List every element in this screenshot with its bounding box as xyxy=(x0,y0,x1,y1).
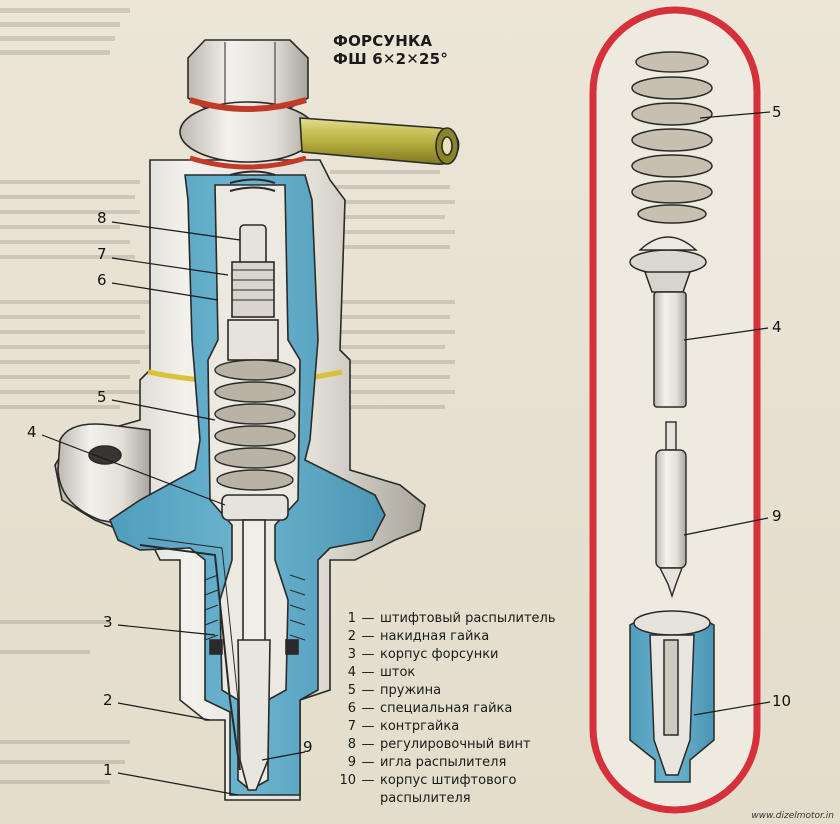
exploded-needle xyxy=(655,421,687,599)
legend-dash: — xyxy=(361,755,375,770)
legend-dash: — xyxy=(361,665,375,680)
legend-text: специальная гайка xyxy=(380,701,513,716)
legend-num: 9 xyxy=(347,755,356,770)
parts-legend: 1 — штифтовый распылитель 2 — накидная гайка… xyxy=(322,610,602,808)
callout-1: 1 xyxy=(103,761,113,779)
diagram-title: ФОРСУНКА ФШ 6✕2✕25° xyxy=(333,32,493,68)
nozzle-needle xyxy=(237,639,271,791)
legend-text: распылителя xyxy=(380,791,471,806)
callout-7: 7 xyxy=(97,245,107,263)
injector-assembly xyxy=(54,39,460,801)
exploded-rod xyxy=(629,236,707,408)
legend-row: 6 — специальная гайка xyxy=(322,700,602,718)
legend-dash: — xyxy=(361,701,375,716)
legend-text: контргайка xyxy=(380,719,460,734)
fuel-tube xyxy=(299,117,460,166)
title-line-1: ФОРСУНКА xyxy=(333,32,433,50)
legend-text: игла распылителя xyxy=(380,755,507,770)
legend-text: корпус форсунки xyxy=(380,647,499,662)
legend-num: 1 xyxy=(347,611,356,626)
legend-row: 3 — корпус форсунки xyxy=(322,646,602,664)
legend-dash: — xyxy=(361,647,375,662)
callout-4-right: 4 xyxy=(772,318,782,336)
adjusting-screw xyxy=(239,224,267,266)
callout-3: 3 xyxy=(103,613,113,631)
title-line-2: ФШ 6✕2✕25° xyxy=(333,50,449,68)
legend-text: корпус штифтового xyxy=(380,773,517,788)
exploded-spring xyxy=(631,51,713,224)
right-leader-lines xyxy=(683,111,771,716)
callout-5: 5 xyxy=(97,388,107,406)
legend-row: 10 — корпус штифтового xyxy=(322,772,602,790)
callout-10-right: 10 xyxy=(772,692,792,710)
callout-2: 2 xyxy=(103,691,113,709)
legend-num: 10 xyxy=(339,773,356,788)
legend-dash: — xyxy=(361,683,375,698)
callout-9-right: 9 xyxy=(772,507,782,525)
main-spring xyxy=(214,359,296,491)
legend-num: 5 xyxy=(347,683,356,698)
top-cap-nut xyxy=(187,39,309,109)
callout-8: 8 xyxy=(97,209,107,227)
callout-9-left: 9 xyxy=(303,738,313,756)
callout-6: 6 xyxy=(97,271,107,289)
legend-dash: — xyxy=(361,629,375,644)
left-leader-lines xyxy=(41,221,306,796)
legend-row: 2 — накидная гайка xyxy=(322,628,602,646)
legend-text: накидная гайка xyxy=(380,629,490,644)
legend-row: 5 — пружина xyxy=(322,682,602,700)
callout-5-right: 5 xyxy=(772,103,782,121)
rod-section xyxy=(227,319,279,361)
callout-4: 4 xyxy=(27,423,37,441)
legend-dash: — xyxy=(361,773,375,788)
legend-num: 3 xyxy=(347,647,356,662)
legend-row: 7 — контргайка xyxy=(322,718,602,736)
legend-dash: — xyxy=(361,737,375,752)
legend-num: 6 xyxy=(347,701,356,716)
legend-num: 7 xyxy=(347,719,356,734)
legend-dash: — xyxy=(361,719,375,734)
legend-num: 2 xyxy=(347,629,356,644)
legend-num: 4 xyxy=(347,665,356,680)
legend-text: пружина xyxy=(380,683,442,698)
legend-row: 4 — шток xyxy=(322,664,602,682)
exploded-nozzle-body xyxy=(629,610,715,783)
legend-row: 1 — штифтовый распылитель xyxy=(322,610,602,628)
threads xyxy=(204,574,306,641)
legend-dash xyxy=(356,790,380,808)
legend-row: 9 — игла распылителя xyxy=(322,754,602,772)
legend-dash: — xyxy=(361,611,375,626)
legend-num: 8 xyxy=(347,737,356,752)
legend-text: регулировочный винт xyxy=(380,737,531,752)
upper-spring xyxy=(229,170,276,192)
bolt-hole xyxy=(88,445,122,465)
legend-text: шток xyxy=(380,665,416,680)
watermark: www.dizelmotor.in xyxy=(751,811,834,821)
exploded-view-frame xyxy=(589,6,761,814)
legend-row: 8 — регулировочный винт xyxy=(322,736,602,754)
legend-num xyxy=(322,790,356,808)
legend-text: штифтовый распылитель xyxy=(380,611,556,626)
legend-row: распылителя xyxy=(322,790,602,808)
